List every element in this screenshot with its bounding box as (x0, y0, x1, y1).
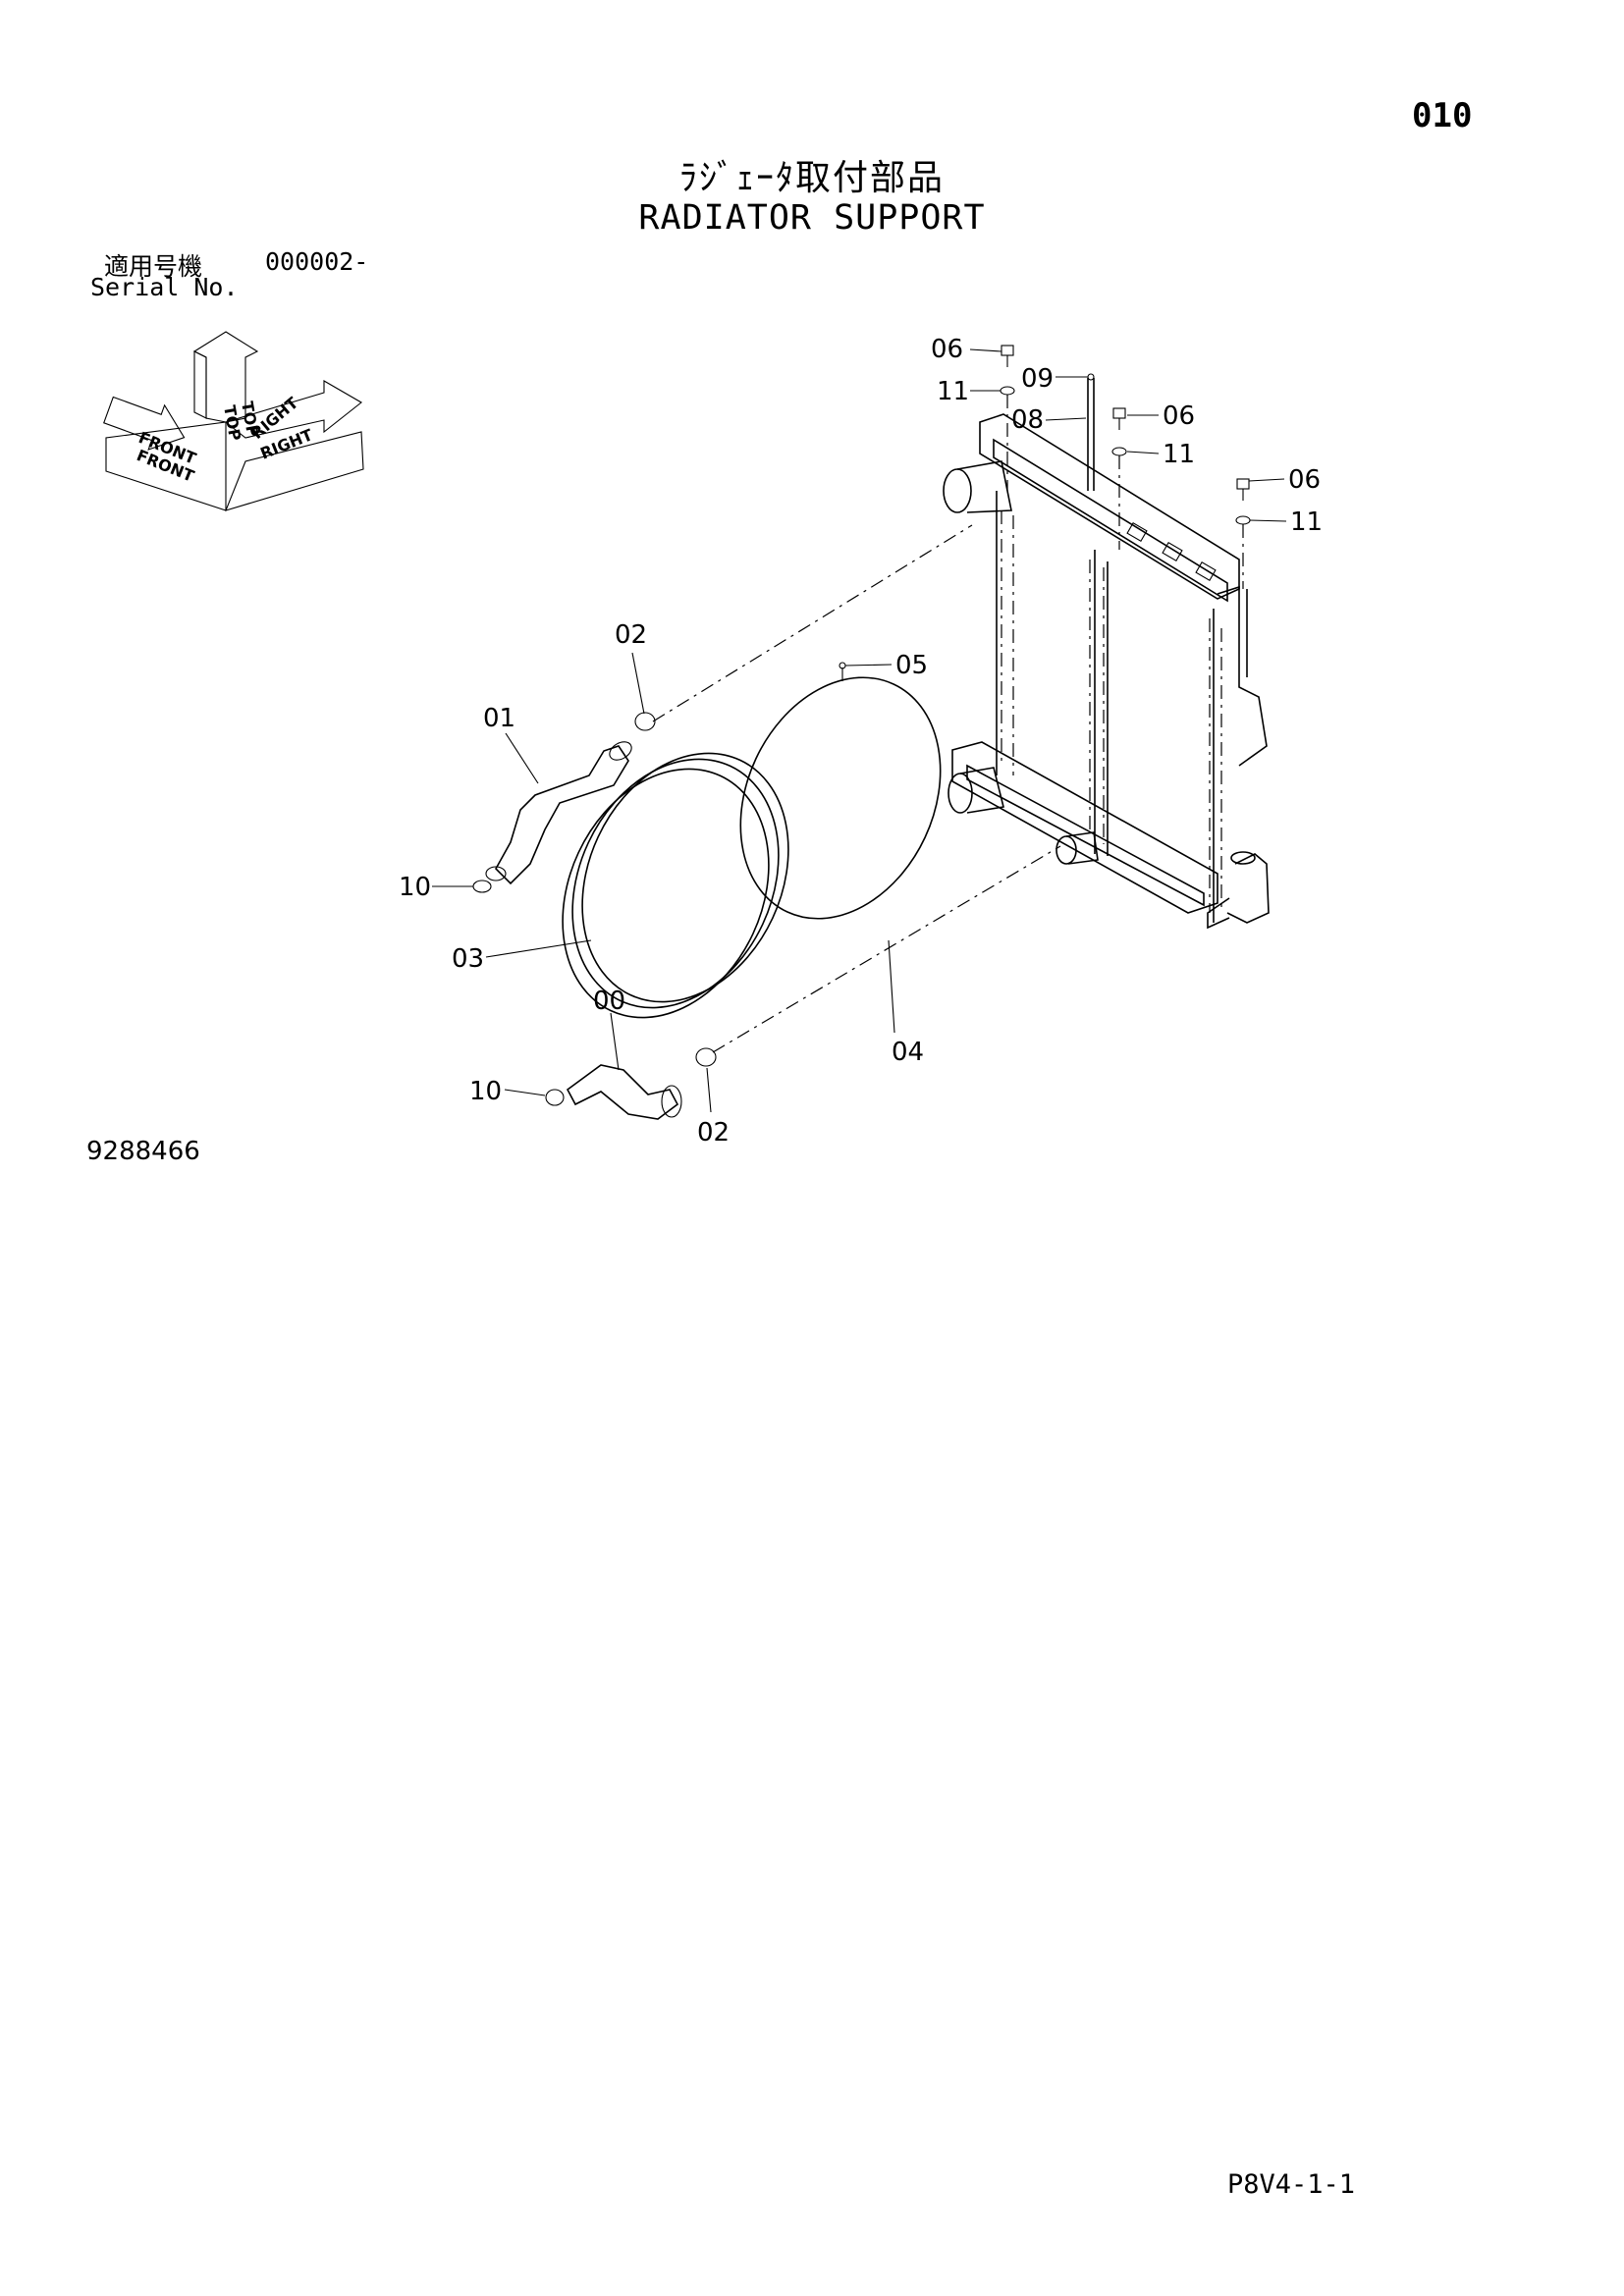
callout-10-a: 10 (399, 873, 431, 902)
clamp-lower (545, 1089, 565, 1106)
callout-11-c: 11 (1290, 507, 1323, 537)
callout-11-a: 11 (937, 377, 969, 406)
up-arrow-side-icon (193, 350, 207, 419)
clamp-bottom (695, 1047, 717, 1067)
radiator-core (943, 373, 1270, 930)
callout-02-a: 02 (615, 620, 647, 650)
callout-09: 09 (1021, 364, 1054, 394)
lower-hose (566, 1064, 679, 1120)
left-arrow-icon (103, 396, 186, 451)
right-arrow-icon (224, 380, 362, 439)
callout-01: 01 (483, 704, 515, 733)
callout-02-b: 02 (697, 1118, 730, 1148)
clamp-upper (472, 880, 492, 893)
leader-lines (432, 348, 1287, 1113)
seal-ring (739, 676, 942, 920)
callout-06-a: 06 (931, 335, 963, 364)
orientation-indicator: FRONT FRONT TOP TOP RIGHT RIGHT (103, 331, 364, 511)
callout-11-b: 11 (1163, 440, 1195, 469)
serial-label: Serial No. (90, 273, 239, 301)
drawing-number: 9288466 (86, 1137, 200, 1166)
callout-04: 04 (892, 1038, 924, 1067)
clamp-top (634, 712, 656, 731)
upper-hose (495, 745, 629, 885)
page-number: 010 (1412, 96, 1473, 135)
callout-00: 00 (593, 987, 625, 1016)
callout-08: 08 (1011, 405, 1044, 435)
right-face-icon (225, 431, 364, 511)
serial-number-value: 000002- (265, 247, 369, 276)
fan-shroud-ring (562, 752, 789, 1019)
page-code: P8V4-1-1 (1227, 2169, 1356, 2200)
callout-05: 05 (895, 651, 928, 680)
page-title: RADIATOR SUPPORT (638, 198, 986, 238)
serial-label-japanese: 適用号機 (104, 252, 203, 281)
callout-06-b: 06 (1163, 401, 1195, 431)
callout-03: 03 (452, 944, 484, 974)
callout-10-b: 10 (469, 1077, 502, 1106)
page-title-japanese: ﾗｼﾞｪｰﾀ取付部品 (678, 158, 945, 198)
callout-06-c: 06 (1288, 465, 1321, 495)
